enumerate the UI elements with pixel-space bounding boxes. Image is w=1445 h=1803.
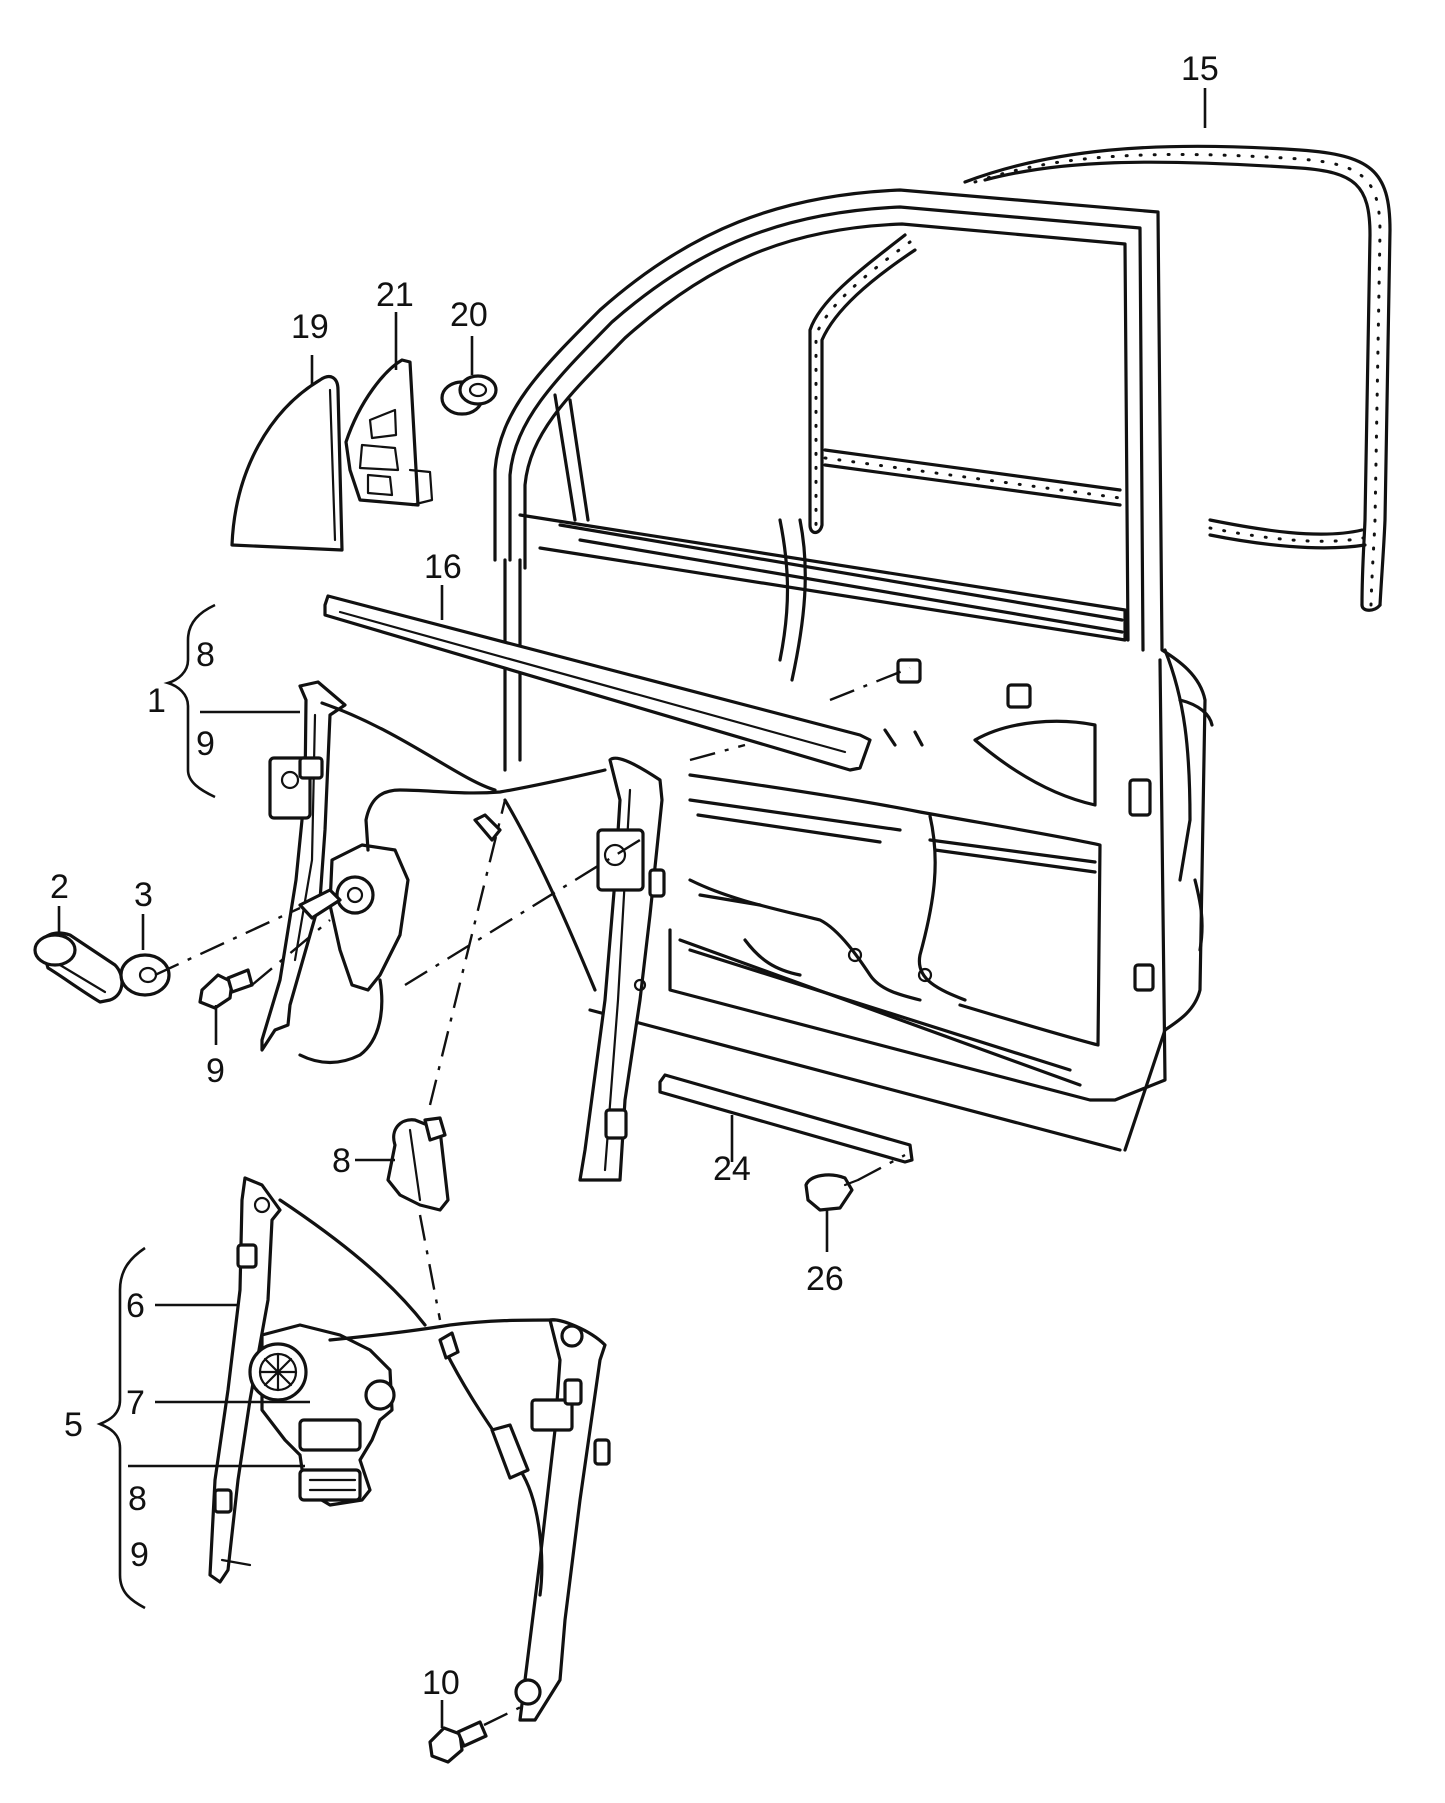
part-9-bolt <box>198 968 254 1010</box>
part-16-window-channel-strip <box>323 594 872 772</box>
callout-3: 3 <box>134 876 153 914</box>
callout-16: 16 <box>424 548 462 586</box>
part-26-clip <box>804 1173 860 1212</box>
callout-7: 7 <box>126 1384 145 1422</box>
callout-5-item-9: 9 <box>130 1536 149 1574</box>
callout-26: 26 <box>806 1260 844 1298</box>
callout-2: 2 <box>50 868 69 906</box>
callout-6: 6 <box>126 1287 145 1325</box>
part-24-sill-strip <box>658 1073 914 1164</box>
part-8-cable-guide <box>386 1116 450 1212</box>
callout-15: 15 <box>1181 50 1219 88</box>
part-21-mirror-triangle-bracket <box>344 358 434 507</box>
callout-20: 20 <box>450 296 488 334</box>
part-15-door-seal <box>808 144 1392 612</box>
callout-10: 10 <box>422 1664 460 1702</box>
callout-1-item-8: 8 <box>196 636 215 674</box>
callout-21: 21 <box>376 276 414 314</box>
callout-5: 5 <box>64 1406 83 1444</box>
part-10-bolt <box>428 1720 488 1764</box>
part-1-manual-window-regulator <box>260 680 666 1182</box>
callout-labels: 15 19 21 20 16 1 8 9 2 3 9 8 24 26 6 7 5… <box>50 50 1219 1702</box>
door-shell <box>493 188 1214 1152</box>
part-19-mirror-triangle-cover <box>230 375 344 552</box>
callout-8: 8 <box>332 1142 351 1180</box>
callout-19: 19 <box>291 308 329 346</box>
assembly-lines <box>154 666 911 1727</box>
callout-1-item-9: 9 <box>196 725 215 763</box>
part-20-grommet <box>440 374 498 416</box>
part-2-window-crank <box>33 931 124 1004</box>
callout-24: 24 <box>713 1150 751 1188</box>
callout-9: 9 <box>206 1052 225 1090</box>
leader-lines <box>57 88 1207 1728</box>
part-3-washer <box>119 953 171 997</box>
callout-5-item-8: 8 <box>128 1480 147 1518</box>
part-5-electric-window-regulator <box>208 1176 611 1722</box>
callout-1: 1 <box>147 682 166 720</box>
